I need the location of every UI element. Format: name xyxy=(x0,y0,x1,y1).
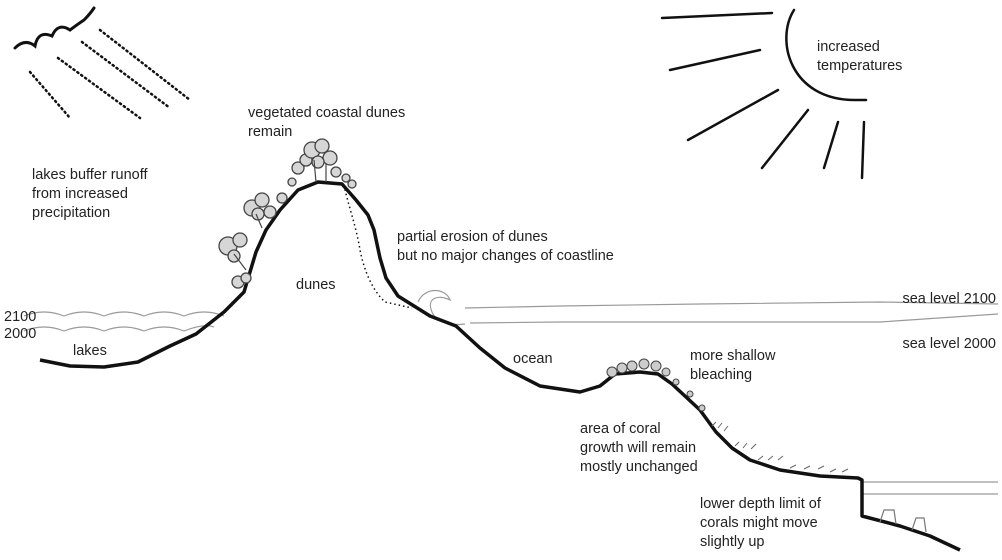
lake-2000-line xyxy=(24,326,214,331)
vegetated-dunes-label: vegetated coastal dunes remain xyxy=(248,105,409,140)
lake-2100-line xyxy=(24,312,224,316)
ocean-label: ocean xyxy=(513,351,553,367)
sun-icon xyxy=(662,10,866,178)
increased-temperatures-label: increased temperatures xyxy=(817,39,902,74)
vegetation-icon xyxy=(219,139,356,288)
lakes-label: lakes xyxy=(73,343,107,359)
lower-depth-limit-label: lower depth limit of corals might move s… xyxy=(700,496,825,550)
partial-erosion-label: partial erosion of dunes but no major ch… xyxy=(397,229,614,264)
sea-level-2000-line xyxy=(470,314,998,323)
sea-level-2100-label: sea level 2100 xyxy=(902,291,996,307)
dunes-label: dunes xyxy=(296,277,336,293)
rain-cloud-icon xyxy=(15,8,190,118)
year-2000-label: 2000 xyxy=(4,326,36,342)
lakes-buffer-label: lakes buffer runoff from increased preci… xyxy=(32,167,152,221)
year-2100-label: 2100 xyxy=(4,309,36,325)
sea-level-2000-label: sea level 2000 xyxy=(902,336,996,352)
more-shallow-bleaching-label: more shallow bleaching xyxy=(690,348,779,383)
water-lines xyxy=(24,302,998,494)
coral-growth-label: area of coral growth will remain mostly … xyxy=(580,421,700,475)
